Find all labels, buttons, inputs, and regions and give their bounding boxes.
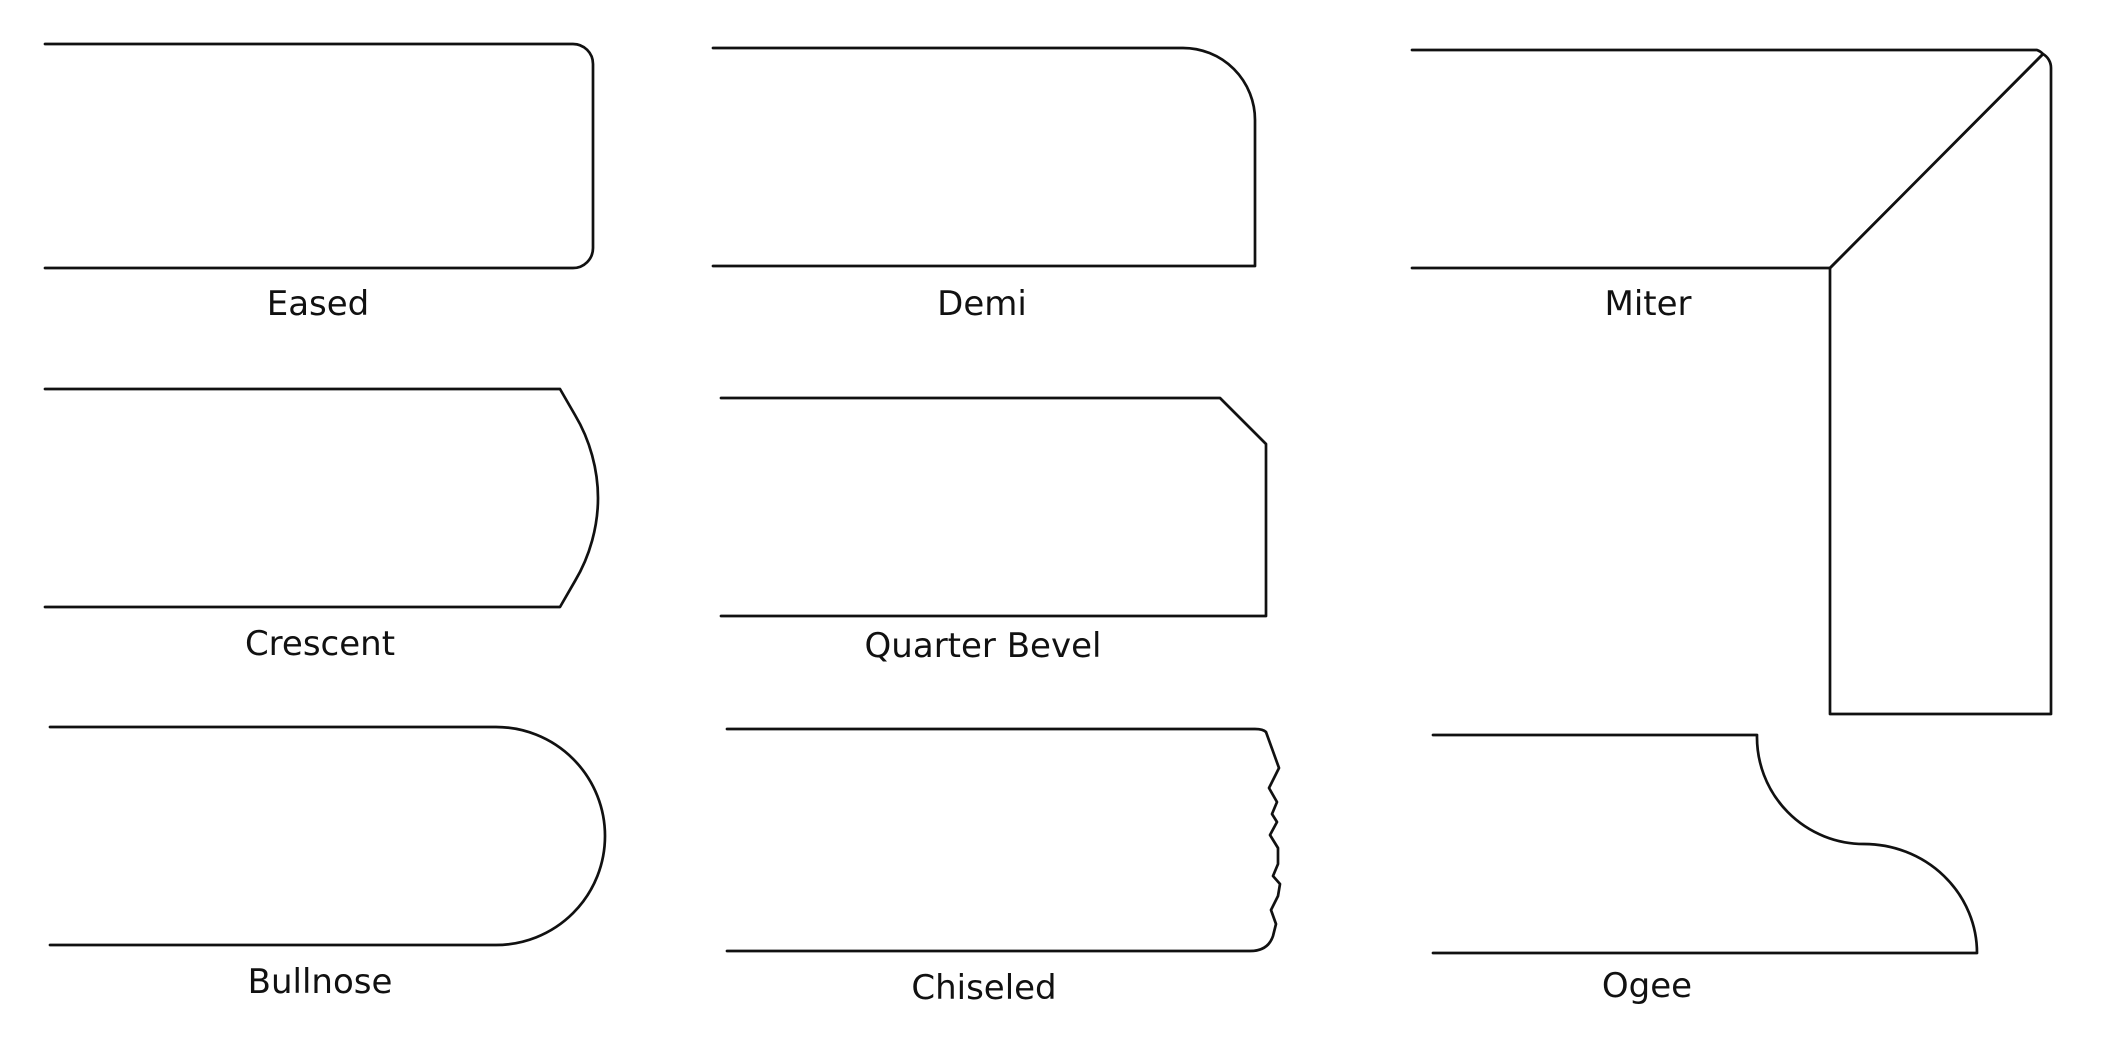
bullnose-profile-outline (48, 725, 607, 947)
miter-label: Miter (1604, 284, 1691, 324)
edge-profile-eased: Eased (43, 42, 595, 324)
chiseled-profile-outline (725, 727, 1282, 953)
chiseled-label: Chiseled (911, 968, 1056, 1008)
miter-vertical-piece (1828, 52, 2053, 716)
edge-profile-ogee: Ogee (1431, 733, 1979, 1006)
edge-profile-quarter-bevel: Quarter Bevel (719, 396, 1268, 666)
ogee-label: Ogee (1602, 966, 1692, 1006)
bullnose-label: Bullnose (248, 962, 393, 1002)
quarter-bevel-label: Quarter Bevel (865, 626, 1102, 666)
quarter-bevel-profile-outline (719, 396, 1268, 618)
edge-profile-bullnose: Bullnose (48, 725, 607, 1002)
miter-horizontal-piece (1410, 48, 2045, 270)
edge-profile-crescent: Crescent (43, 387, 600, 664)
edge-profile-miter: Miter (1410, 48, 2053, 716)
eased-profile-outline (43, 42, 595, 270)
eased-label: Eased (267, 284, 370, 324)
demi-label: Demi (937, 284, 1027, 324)
crescent-profile-outline (43, 387, 600, 609)
ogee-profile-outline (1431, 733, 1979, 955)
edge-profile-chiseled: Chiseled (725, 727, 1282, 1008)
crescent-label: Crescent (245, 624, 395, 664)
edge-profile-demi: Demi (711, 46, 1257, 324)
demi-profile-outline (711, 46, 1257, 268)
